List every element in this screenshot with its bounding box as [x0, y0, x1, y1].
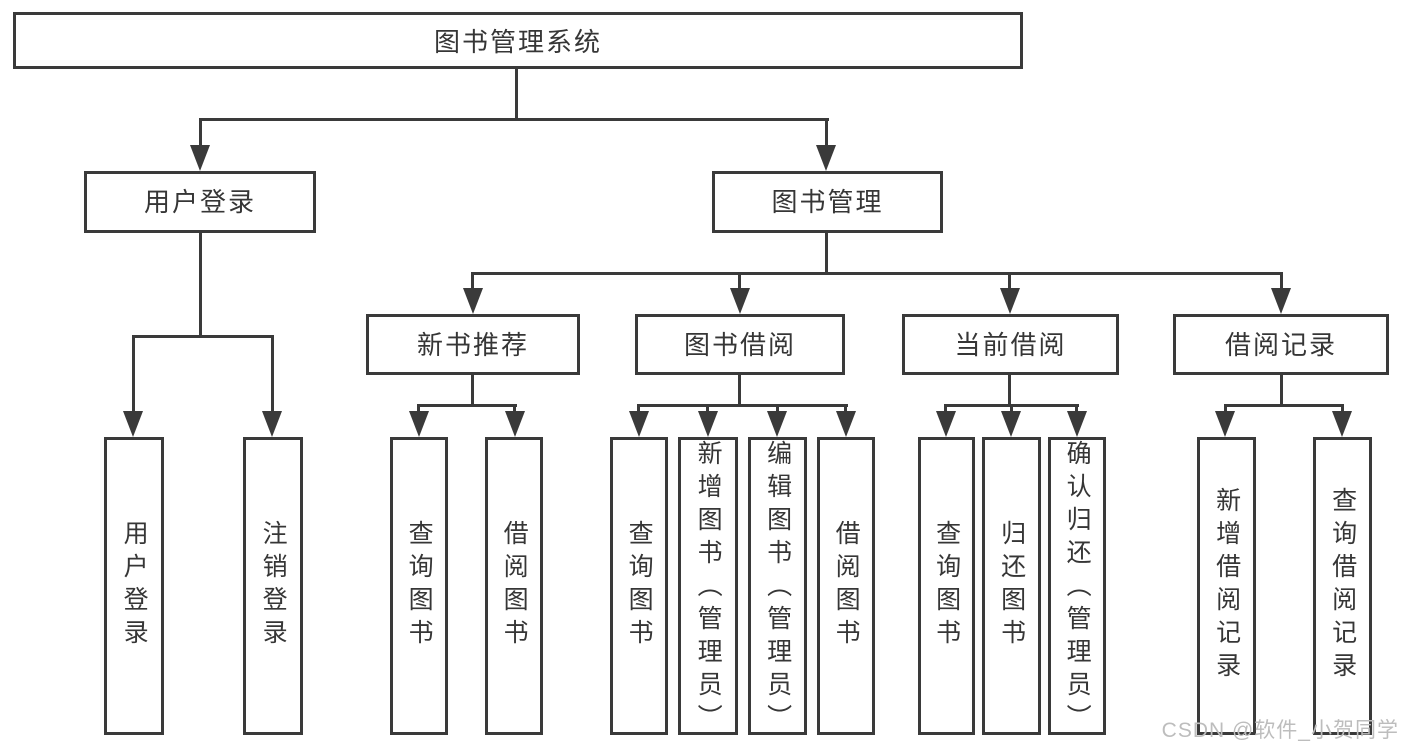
- arrowhead-down: [1332, 411, 1352, 437]
- arrowhead-down: [1271, 288, 1291, 314]
- connector-g3-c3: [776, 404, 779, 413]
- node-query-books: 查询图书: [918, 437, 975, 735]
- node-edit-books-admin: 编辑图书（管理员）: [748, 437, 807, 737]
- node-add-books-admin: 新增图书（管理员）: [678, 437, 738, 737]
- connector-g4-c3: [1075, 404, 1078, 413]
- connector-login-c2: [271, 335, 274, 413]
- node-return-books: 归还图书: [982, 437, 1041, 735]
- connector-l1-split: [199, 118, 829, 121]
- node-query-borrow-record: 查询借阅记录: [1313, 437, 1372, 735]
- connector-g2-c2: [513, 404, 516, 413]
- node-logout: 注销登录: [243, 437, 303, 735]
- arrowhead-down: [505, 411, 525, 437]
- arrowhead-down: [816, 145, 836, 171]
- arrowhead-down: [836, 411, 856, 437]
- connector-l2-c1: [471, 272, 474, 290]
- node-book-management: 图书管理: [712, 171, 943, 233]
- connector-g3-split: [637, 404, 848, 407]
- arrowhead-down: [698, 411, 718, 437]
- connector-login-drop: [199, 233, 202, 337]
- connector-g3-c2: [706, 404, 709, 413]
- connector-g2-split: [417, 404, 517, 407]
- arrowhead-down: [190, 145, 210, 171]
- arrowhead-down: [730, 288, 750, 314]
- node-book-borrowing: 图书借阅: [635, 314, 845, 375]
- arrowhead-down: [767, 411, 787, 437]
- node-query-books: 查询图书: [610, 437, 668, 735]
- node-borrow-books: 借阅图书: [817, 437, 875, 735]
- arrowhead-down: [409, 411, 429, 437]
- arrowhead-down: [629, 411, 649, 437]
- arrowhead-down: [936, 411, 956, 437]
- connector-g3-c4: [844, 404, 847, 413]
- connector-g4-drop: [1008, 375, 1011, 407]
- connector-g5-drop: [1280, 375, 1283, 407]
- connector-l2-c3: [1008, 272, 1011, 290]
- connector-l2-c2: [738, 272, 741, 290]
- connector-login-c1: [132, 335, 135, 413]
- connector-g5-c1: [1224, 404, 1227, 413]
- arrowhead-down: [1215, 411, 1235, 437]
- arrowhead-down: [463, 288, 483, 314]
- connector-login-split: [132, 335, 274, 338]
- connector-l1-right: [825, 118, 828, 150]
- connector-g5-c2: [1341, 404, 1344, 413]
- connector-l1-left: [199, 118, 202, 150]
- node-current-borrowing: 当前借阅: [902, 314, 1119, 375]
- node-user-login: 用户登录: [84, 171, 316, 233]
- connector-g4-c2: [1010, 404, 1013, 413]
- node-borrowing-records: 借阅记录: [1173, 314, 1389, 375]
- connector-root-drop: [515, 69, 518, 119]
- arrowhead-down: [1001, 411, 1021, 437]
- arrowhead-down: [123, 411, 143, 437]
- connector-g2-drop: [471, 375, 474, 407]
- connector-g2-c1: [417, 404, 420, 413]
- node-add-borrow-record: 新增借阅记录: [1197, 437, 1256, 735]
- connector-g4-c1: [944, 404, 947, 413]
- node-library-system: 图书管理系统: [13, 12, 1023, 69]
- connector-l2-split: [471, 272, 1283, 275]
- connector-g5-split: [1224, 404, 1344, 407]
- node-borrow-books: 借阅图书: [485, 437, 543, 735]
- node-new-book-recommendation: 新书推荐: [366, 314, 580, 375]
- node-user-login-leaf: 用户登录: [104, 437, 164, 735]
- node-query-books: 查询图书: [390, 437, 448, 735]
- connector-g3-drop: [738, 375, 741, 407]
- csdn-watermark: CSDN @软件_小贺同学: [1161, 719, 1399, 742]
- arrowhead-down: [1000, 288, 1020, 314]
- node-confirm-return-admin: 确认归还（管理员）: [1048, 437, 1106, 737]
- connector-g3-c1: [637, 404, 640, 413]
- arrowhead-down: [1067, 411, 1087, 437]
- connector-l2-c4: [1280, 272, 1283, 290]
- arrowhead-down: [262, 411, 282, 437]
- connector-mgmt-drop: [825, 233, 828, 274]
